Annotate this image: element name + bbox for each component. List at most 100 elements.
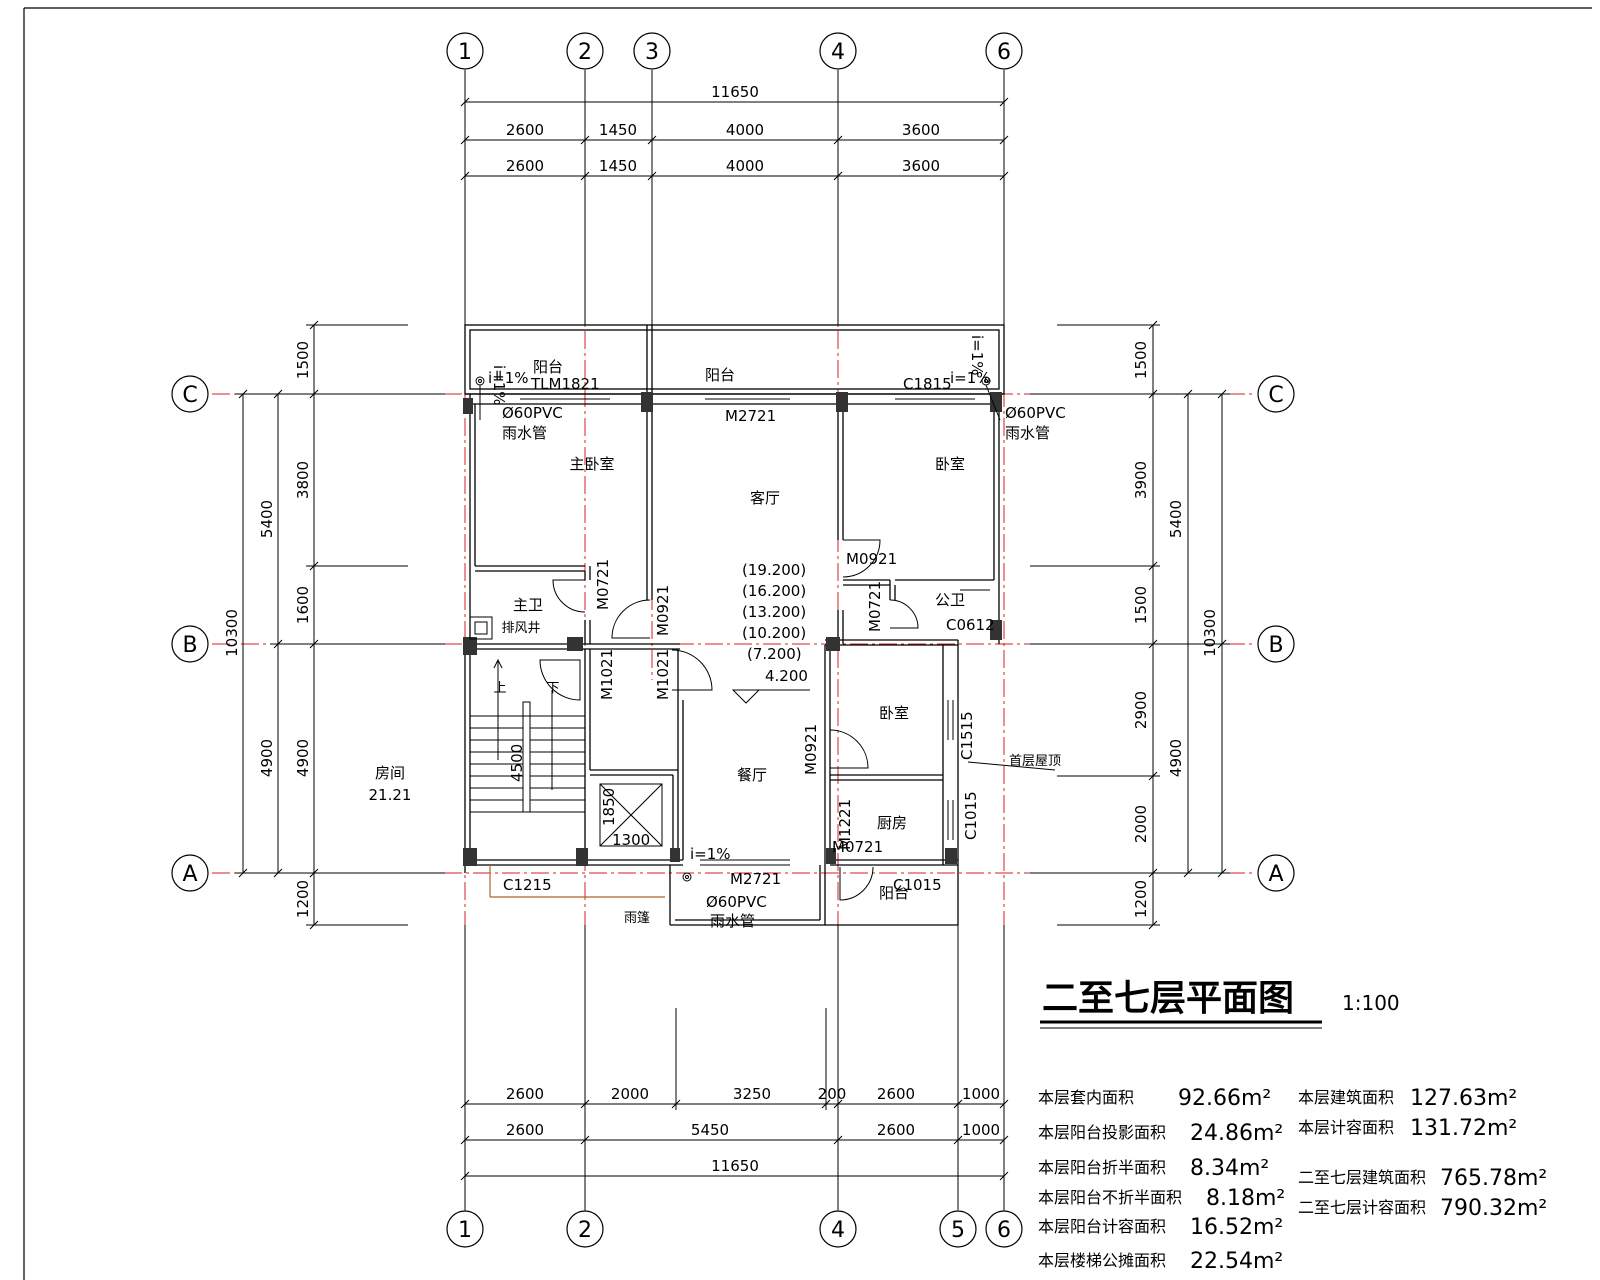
dim-top-r2-d: 3600 [902,157,940,175]
dim-right-mid-b: 4900 [1167,739,1185,777]
area-table-right: 本层建筑面积 127.63m² 本层计容面积 131.72m² 二至七层建筑面积… [1298,1086,1547,1221]
axis-top-6: 6 [997,40,1011,65]
axis-bottom-5: 5 [951,1218,965,1243]
axis-bottom-2: 2 [578,1218,592,1243]
dim-lines-top [460,70,1009,325]
area-left-label-5: 本层阳台计容面积 [1038,1217,1166,1236]
axis-bottom-1: 1 [458,1218,472,1243]
dim-bot-r2-b: 5450 [691,1121,729,1139]
room-kitchen: 厨房 [877,814,907,832]
tag-c1015-b: C1015 [893,876,942,894]
tag-m0921-a: M0921 [654,585,672,636]
dim-text-left: 10300 5400 4900 1500 3800 1600 4900 1200 [223,341,312,918]
dim-left-in-e: 1200 [294,880,312,918]
dim-bot-r1-e: 2600 [877,1085,915,1103]
tag-m1021-a: M1021 [598,649,616,700]
columns [463,392,1002,866]
room-bedroom-ne: 卧室 [935,455,965,473]
drawing-title: 二至七层平面图 [1042,978,1294,1019]
dim-top-r1-c: 4000 [726,121,764,139]
area-left-value-1: 92.66m² [1178,1086,1271,1111]
elevation-marker [731,689,1056,771]
tag-m2721-top: M2721 [725,407,776,425]
axis-right-a: A [1268,862,1283,887]
elevation-4: (10.200) [742,624,806,642]
area-right-label-4: 二至七层计容面积 [1298,1198,1426,1217]
tag-c1515: C1515 [958,711,976,760]
area-right-value-1: 127.63m² [1410,1086,1517,1111]
axis-left-c: C [182,383,197,408]
tag-slope-5: i=1% [690,845,731,863]
axis-right-b: B [1268,633,1283,658]
room-labels: 阳台 阳台 主卧室 客厅 卧室 主卫 排风井 公卫 卧室 餐厅 厨房 阳台 房间… [369,358,1061,926]
elevation-6: 4.200 [765,667,808,685]
dim-right-mid-a: 5400 [1167,500,1185,538]
dim-left-in-d: 4900 [294,739,312,777]
tag-c1815: C1815 [903,375,952,393]
area-right-value-2: 131.72m² [1410,1116,1517,1141]
axis-top-1: 1 [458,40,472,65]
area-left-value-4: 8.18m² [1206,1186,1285,1211]
dim-left-mid-b: 4900 [258,739,276,777]
axis-labels: 1 2 3 4 6 1 2 4 5 6 C B A C B A [182,40,1283,1243]
room-public-bath: 公卫 [935,591,965,609]
elevation-1: (19.200) [742,561,806,579]
axis-left-a: A [182,862,197,887]
room-balcony-south: 阳台 [879,884,909,902]
dim-lines-bottom [460,925,1009,1210]
canopy-label: 雨篷 [624,911,650,926]
tag-c0612: C0612 [946,616,995,634]
axis-top-3: 3 [645,40,659,65]
tag-m0721-a: M0721 [594,559,612,610]
tag-m0921-c: M0921 [802,724,820,775]
room-neighbor: 房间 [375,764,405,782]
dim-top-r1-a: 2600 [506,121,544,139]
tag-c1015-a: C1015 [962,791,980,840]
area-right-value-3: 765.78m² [1440,1166,1547,1191]
dim-left-mid-a: 5400 [258,500,276,538]
dim-right-in-c: 1500 [1132,586,1150,624]
tag-lift-w: 1850 [600,788,618,826]
dim-top-r2-a: 2600 [506,157,544,175]
canopy [489,865,665,898]
dim-lines-left [235,320,445,930]
elevation-2: (16.200) [742,582,806,600]
stair-down-label: 下 [546,681,559,696]
lift-shaft [469,616,663,847]
dim-top-r1-d: 3600 [902,121,940,139]
tag-stair-h: 4500 [508,744,526,782]
area-left-label-3: 本层阳台折半面积 [1038,1158,1166,1177]
dim-top-r2-c: 4000 [726,157,764,175]
area-left-value-3: 8.34m² [1190,1156,1269,1181]
tag-tlm1821: TLM1821 [530,375,600,393]
tag-pipe-ne: Ø60PVC [1005,404,1066,422]
room-bedroom-e: 卧室 [879,704,909,722]
area-right-value-4: 790.32m² [1440,1196,1547,1221]
elevation-list: (19.200) (16.200) (13.200) (10.200) (7.2… [742,561,808,685]
first-roof-label: 首层屋顶 [1009,754,1061,769]
room-balcony-left: 阳台 [533,358,563,376]
dim-bot-r1-f: 1000 [962,1085,1000,1103]
axis-right-c: C [1268,383,1283,408]
dim-bot-r1-b: 2000 [611,1085,649,1103]
dim-right-in-e: 2000 [1132,805,1150,843]
dim-left-outer: 10300 [223,609,241,657]
sheet-frame [23,7,1592,1280]
area-left-value-5: 16.52m² [1190,1215,1283,1240]
tag-pipe-s: Ø60PVC [706,893,767,911]
area-left-value-2: 24.86m² [1190,1121,1283,1146]
dim-text-right: 1500 3900 1500 2900 2000 1200 5400 4900 … [1132,341,1219,918]
area-left-label-6: 本层楼梯公摊面积 [1038,1251,1166,1270]
dim-left-in-c: 1600 [294,586,312,624]
tag-m0721-c: M0721 [832,838,883,856]
tag-slope-3: i=1% [490,365,508,406]
openings [490,393,990,866]
dim-right-in-d: 2900 [1132,691,1150,729]
tag-pipe-nw2: 雨水管 [502,424,547,442]
dim-right-outer: 10300 [1201,609,1219,657]
tag-m2721-bot: M2721 [730,870,781,888]
dim-top-r2-b: 1450 [599,157,637,175]
tag-m0721-b: M0721 [866,581,884,632]
axis-bottom-6: 6 [997,1218,1011,1243]
tag-lift-d: 1300 [612,831,650,849]
